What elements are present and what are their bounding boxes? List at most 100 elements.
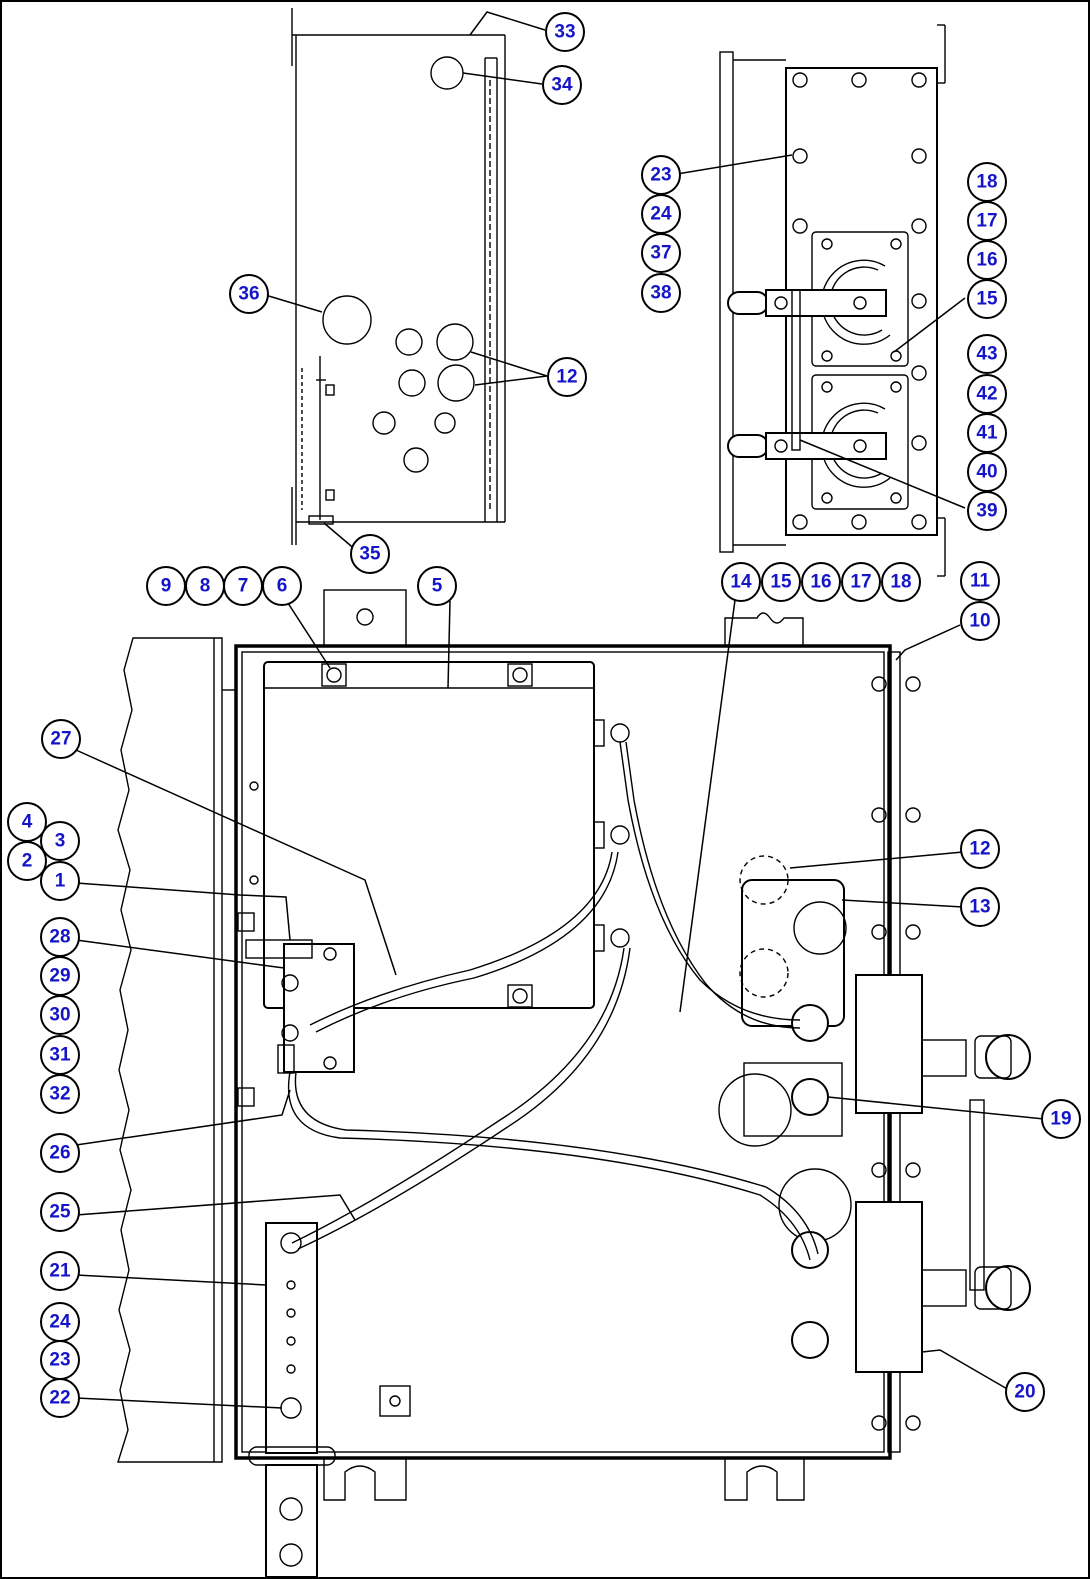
callout-4-label: 4: [22, 812, 33, 833]
callout-12-mid[interactable]: 12: [960, 829, 1000, 869]
callout-20-label: 20: [1014, 1382, 1035, 1403]
callout-3-label: 3: [55, 831, 66, 852]
callout-35-label: 35: [359, 544, 381, 565]
callout-23-top-label: 23: [650, 165, 671, 186]
callout-43[interactable]: 43: [967, 334, 1007, 374]
callout-25-label: 25: [49, 1202, 71, 1223]
callout-16-top-label: 16: [976, 250, 997, 271]
callout-18-mid[interactable]: 18: [881, 562, 921, 602]
callout-8-label: 8: [200, 576, 211, 597]
callout-11[interactable]: 11: [960, 561, 1000, 601]
callout-17-mid-label: 17: [850, 572, 871, 593]
callout-17-top[interactable]: 17: [967, 201, 1007, 241]
callout-15-top[interactable]: 15: [967, 279, 1007, 319]
callout-17-mid[interactable]: 17: [841, 562, 881, 602]
callout-24-bottom-label: 24: [49, 1312, 71, 1333]
callout-12-top[interactable]: 12: [547, 357, 587, 397]
callout-38[interactable]: 38: [641, 273, 681, 313]
callout-38-label: 38: [650, 283, 671, 304]
callout-1[interactable]: 1: [40, 861, 80, 901]
callout-28-label: 28: [49, 927, 70, 948]
callout-14[interactable]: 14: [721, 562, 761, 602]
callout-23-bottom-label: 23: [49, 1350, 70, 1371]
callout-43-label: 43: [976, 344, 997, 365]
callout-24-top[interactable]: 24: [641, 194, 681, 234]
callout-32[interactable]: 32: [40, 1074, 80, 1114]
breaker-assembly: [718, 855, 1031, 1373]
callout-42-label: 42: [976, 384, 997, 405]
callout-9[interactable]: 9: [146, 566, 186, 606]
callout-31-label: 31: [49, 1045, 71, 1066]
callout-7[interactable]: 7: [223, 566, 263, 606]
callout-10[interactable]: 10: [960, 601, 1000, 641]
callout-6[interactable]: 6: [262, 566, 302, 606]
callout-41[interactable]: 41: [967, 413, 1007, 453]
callout-16-top[interactable]: 16: [967, 240, 1007, 280]
callout-37[interactable]: 37: [641, 233, 681, 273]
terminal-block-1: [245, 939, 355, 1074]
callout-14-label: 14: [730, 572, 752, 593]
callout-1-label: 1: [55, 871, 66, 892]
callout-8[interactable]: 8: [185, 566, 225, 606]
callout-36-label: 36: [238, 284, 259, 305]
callout-17-top-label: 17: [976, 211, 997, 232]
callout-16-mid-label: 16: [810, 572, 831, 593]
callout-24-bottom[interactable]: 24: [40, 1302, 80, 1342]
callout-12-mid-label: 12: [969, 839, 990, 860]
callout-32-label: 32: [49, 1084, 70, 1105]
callout-21-label: 21: [49, 1261, 71, 1282]
callout-18-top[interactable]: 18: [967, 162, 1007, 202]
callout-29-label: 29: [49, 966, 70, 987]
callout-40[interactable]: 40: [967, 452, 1007, 492]
callout-35[interactable]: 35: [350, 534, 390, 574]
callout-30-label: 30: [49, 1005, 70, 1026]
callout-30[interactable]: 30: [40, 995, 80, 1035]
callout-42[interactable]: 42: [967, 374, 1007, 414]
leader-lines: [75, 11, 1045, 1409]
callout-27[interactable]: 27: [41, 719, 81, 759]
callout-18-mid-label: 18: [890, 572, 911, 593]
switch-plate-detail: [719, 24, 946, 577]
callout-29[interactable]: 29: [40, 956, 80, 996]
callout-3[interactable]: 3: [40, 821, 80, 861]
callout-5-label: 5: [432, 576, 443, 597]
side-view-detail: [291, 8, 506, 545]
callout-20[interactable]: 20: [1005, 1372, 1045, 1412]
callout-15-mid-label: 15: [770, 572, 792, 593]
callout-21[interactable]: 21: [40, 1251, 80, 1291]
callout-34-label: 34: [551, 75, 573, 96]
callout-24-top-label: 24: [650, 204, 672, 225]
callout-33-label: 33: [554, 22, 575, 43]
callout-18-top-label: 18: [976, 172, 997, 193]
callout-15-top-label: 15: [976, 289, 998, 310]
callout-11-label: 11: [970, 571, 991, 592]
callout-31[interactable]: 31: [40, 1035, 80, 1075]
callout-22[interactable]: 22: [40, 1378, 80, 1418]
callout-4[interactable]: 4: [7, 802, 47, 842]
callout-2[interactable]: 2: [7, 841, 47, 881]
callout-5[interactable]: 5: [417, 566, 457, 606]
callout-19[interactable]: 19: [1041, 1099, 1081, 1139]
callout-12-top-label: 12: [556, 367, 577, 388]
callout-28[interactable]: 28: [40, 917, 80, 957]
callout-33[interactable]: 33: [545, 12, 585, 52]
callout-25[interactable]: 25: [40, 1192, 80, 1232]
callout-16-mid[interactable]: 16: [801, 562, 841, 602]
callout-34[interactable]: 34: [542, 65, 582, 105]
callout-15-mid[interactable]: 15: [761, 562, 801, 602]
callout-40-label: 40: [976, 462, 997, 483]
callout-39[interactable]: 39: [967, 491, 1007, 531]
callout-36[interactable]: 36: [229, 274, 269, 314]
callout-7-label: 7: [238, 576, 249, 597]
callout-2-label: 2: [22, 851, 33, 872]
callout-23-bottom[interactable]: 23: [40, 1340, 80, 1380]
callout-22-label: 22: [49, 1388, 70, 1409]
grounding-bar-21: [248, 1222, 411, 1578]
callout-26[interactable]: 26: [40, 1133, 80, 1173]
callout-13[interactable]: 13: [960, 887, 1000, 927]
callout-26-label: 26: [49, 1143, 70, 1164]
callout-27-label: 27: [50, 729, 71, 750]
callout-23-top[interactable]: 23: [641, 155, 681, 195]
